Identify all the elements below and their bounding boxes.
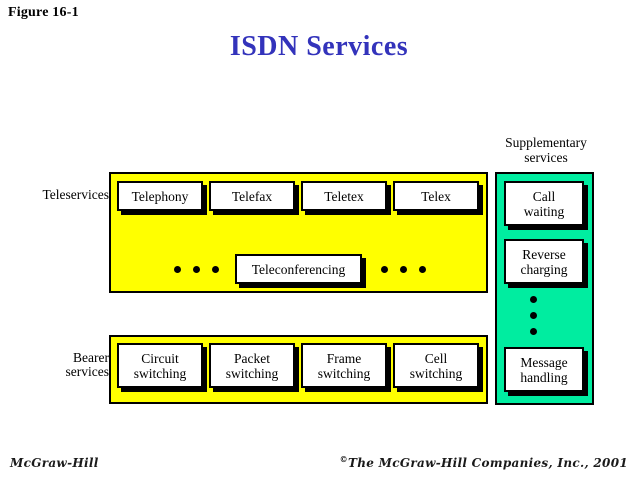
dot-icon xyxy=(418,266,426,273)
ellipsis-dots-right-icon xyxy=(377,265,429,274)
dot-icon xyxy=(380,266,388,273)
copyright-icon: © xyxy=(339,454,348,464)
service-box-telex[interactable]: Telex xyxy=(393,181,479,211)
service-box-frame-switching[interactable]: Frame switching xyxy=(301,343,387,388)
dot-icon xyxy=(399,266,407,273)
service-box-packet-switching[interactable]: Packet switching xyxy=(209,343,295,388)
footer-copyright-text: The McGraw-Hill Companies, Inc., 2001 xyxy=(347,456,628,470)
dot-icon xyxy=(192,266,200,273)
figure-label: Figure 16-1 xyxy=(8,5,79,20)
dot-icon xyxy=(530,328,537,335)
teleservices-group-label: Teleservices xyxy=(42,187,109,202)
service-box-message-handling[interactable]: Message handling xyxy=(504,347,584,392)
dot-icon xyxy=(530,312,537,319)
dot-icon xyxy=(530,296,537,303)
service-box-call-waiting[interactable]: Call waiting xyxy=(504,181,584,226)
service-box-telephony[interactable]: Telephony xyxy=(117,181,203,211)
service-box-teleconferencing[interactable]: Teleconferencing xyxy=(235,254,362,284)
ellipsis-dots-left-icon xyxy=(170,265,222,274)
service-box-telefax[interactable]: Telefax xyxy=(209,181,295,211)
service-box-teletex[interactable]: Teletex xyxy=(301,181,387,211)
page-title: ISDN Services xyxy=(229,31,409,62)
dot-icon xyxy=(173,266,181,273)
bearer-services-group-label: Bearer services xyxy=(65,350,109,379)
supplementary-services-group-label: Supplementary services xyxy=(505,135,587,165)
service-box-cell-switching[interactable]: Cell switching xyxy=(393,343,479,388)
service-box-reverse-charging[interactable]: Reverse charging xyxy=(504,239,584,284)
footer-copyright: ©The McGraw-Hill Companies, Inc., 2001 xyxy=(340,454,628,470)
dot-icon xyxy=(211,266,219,273)
ellipsis-dots-supplementary-icon xyxy=(529,295,538,336)
footer-publisher-logo: McGraw-Hill xyxy=(10,456,99,470)
service-box-circuit-switching[interactable]: Circuit switching xyxy=(117,343,203,388)
